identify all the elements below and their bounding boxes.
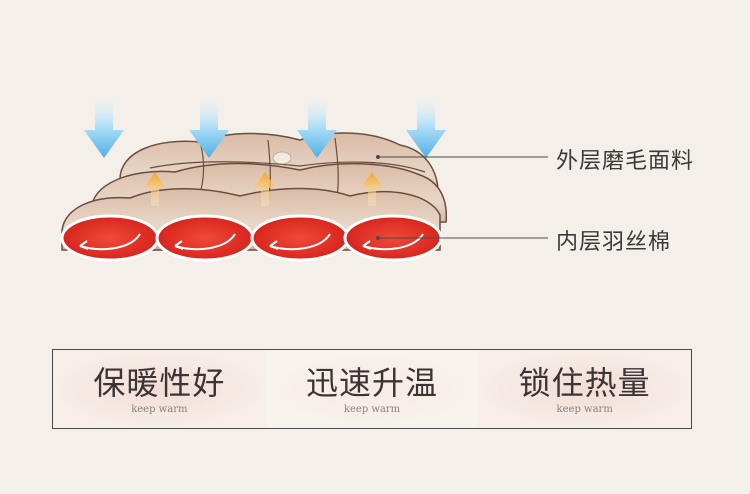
feature-cell: 保暖性好 keep warm bbox=[53, 350, 266, 428]
heat-arrow-icon bbox=[361, 172, 383, 206]
cold-arrow-icon bbox=[189, 98, 229, 158]
feature-subtitle: keep warm bbox=[343, 403, 401, 415]
cold-arrow-icon bbox=[406, 98, 446, 158]
droplet-icon bbox=[272, 151, 292, 165]
heat-arrow-icon bbox=[254, 172, 276, 206]
feature-panel: 保暖性好 keep warm 迅速升温 keep warm 锁住热量 keep … bbox=[52, 349, 692, 429]
feature-title: 迅速升温 bbox=[306, 363, 439, 402]
inner-filling-layer bbox=[60, 187, 443, 262]
circulation-arrow-icon bbox=[79, 233, 424, 251]
quilt-layers-illustration bbox=[60, 98, 548, 262]
cold-arrow-icon bbox=[297, 98, 337, 158]
heat-arrow-icon bbox=[144, 172, 166, 206]
feature-title: 锁住热量 bbox=[518, 363, 651, 402]
feature-subtitle: keep warm bbox=[556, 403, 613, 415]
cold-arrow-icon bbox=[84, 98, 124, 158]
feature-subtitle: keep warm bbox=[131, 403, 188, 415]
inner-filling-label: 内层羽丝棉 bbox=[556, 230, 672, 255]
cold-air-arrows bbox=[84, 98, 446, 158]
outer-fabric-label: 外层磨毛面料 bbox=[556, 149, 695, 174]
feature-cell: 锁住热量 keep warm bbox=[478, 350, 692, 428]
heat-arrows bbox=[144, 172, 383, 206]
feature-cell: 迅速升温 keep warm bbox=[265, 350, 479, 428]
feature-title: 保暖性好 bbox=[93, 363, 226, 402]
